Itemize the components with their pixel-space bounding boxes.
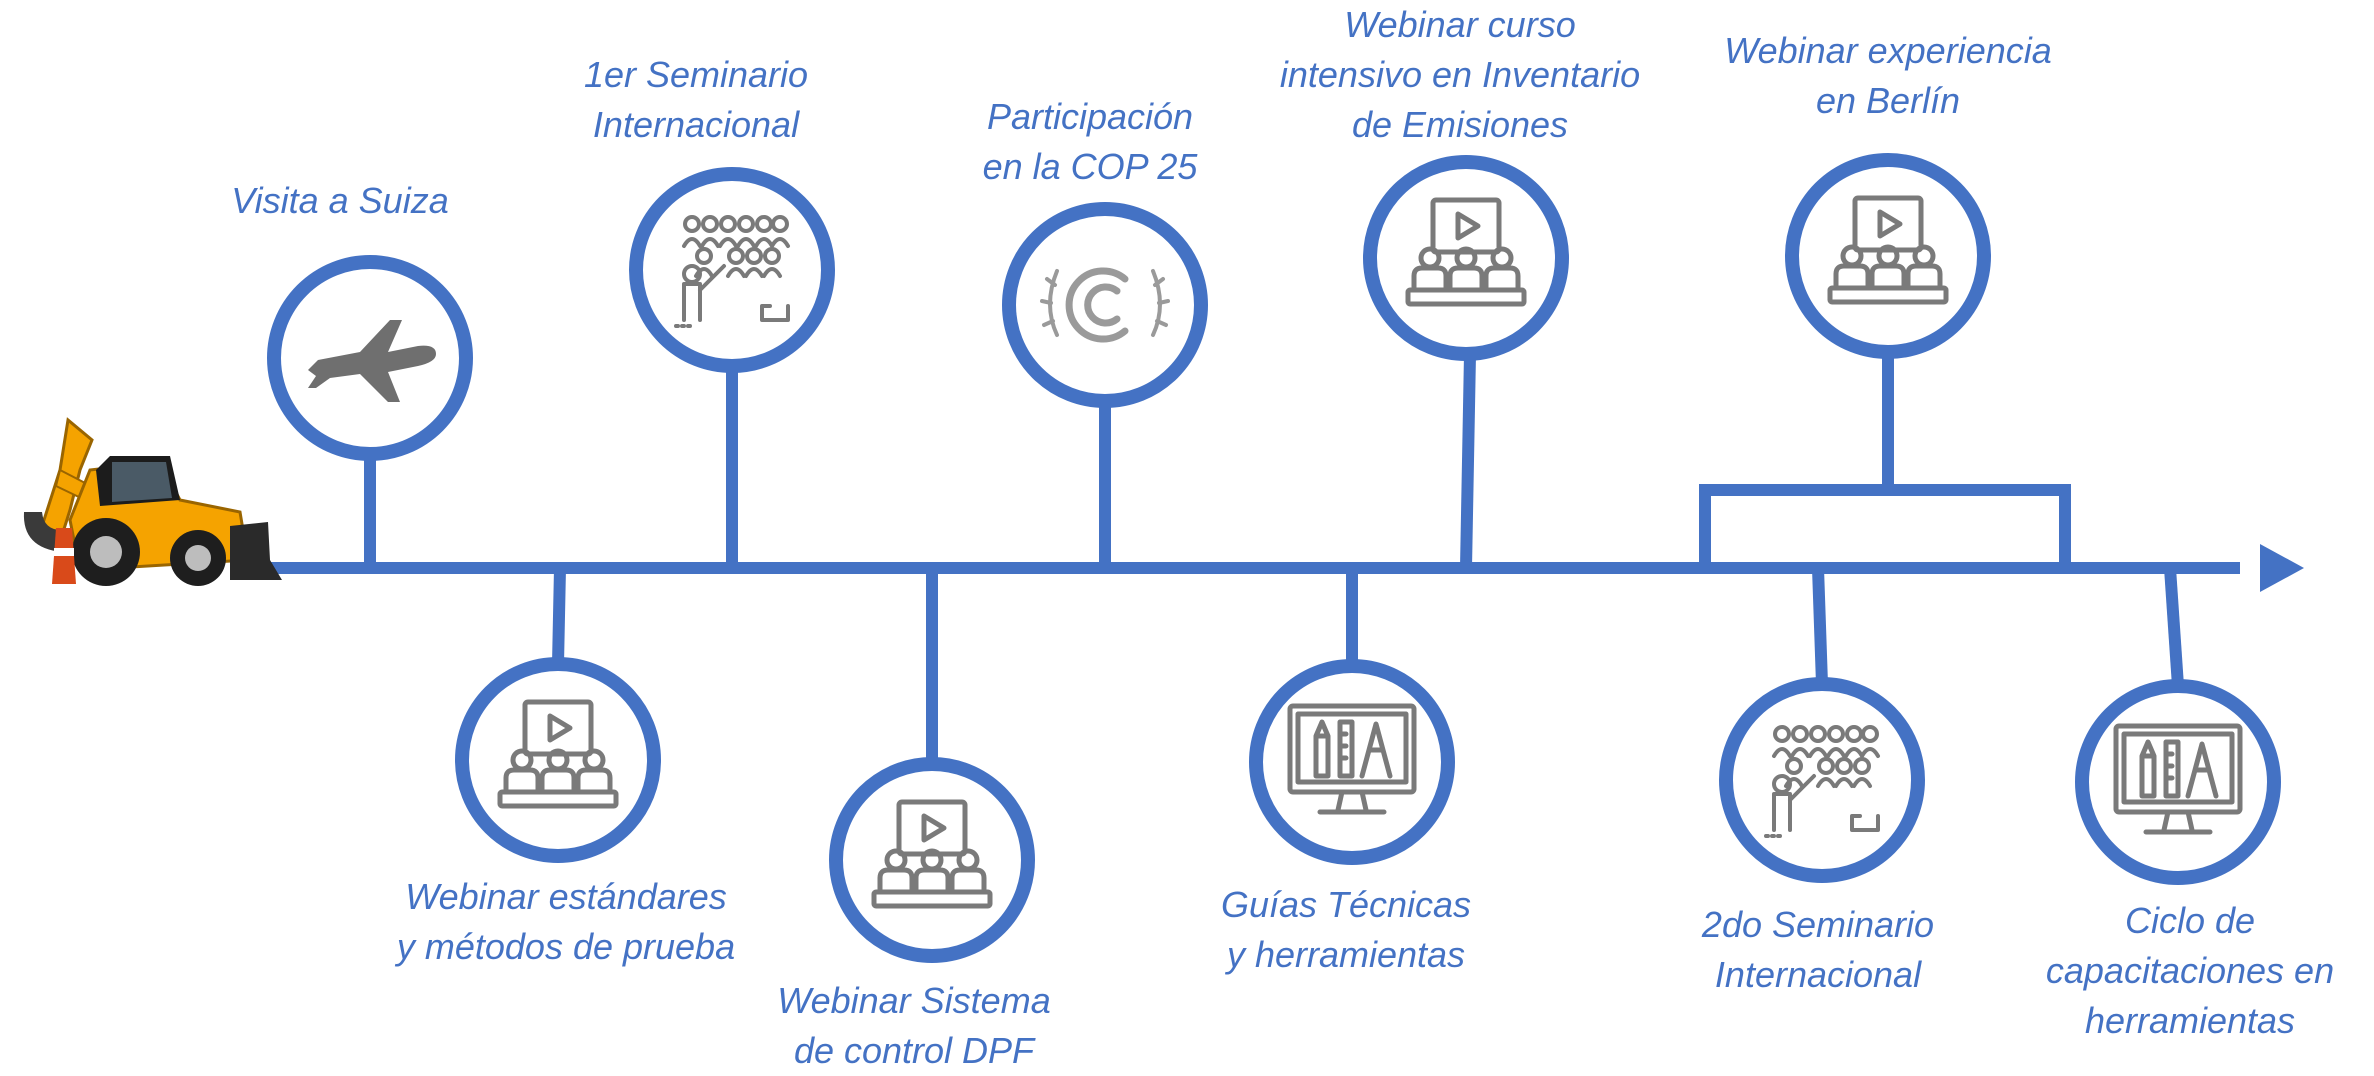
event-label-line: 2do Seminario [1701,904,1935,945]
timeline-event-seminario-2 [1719,567,1925,883]
event-label-line: 1er Seminario [583,54,809,95]
event-label-cop25: Participación en la COP 25 [870,92,1310,192]
event-label-line: Webinar estándares [405,876,727,917]
event-label-line: de control DPF [793,1030,1035,1071]
timeline-event-webinar-inventario [1363,155,1569,569]
event-label-line: Ciclo de [2124,900,2256,941]
timeline-event-seminario-1 [629,167,835,568]
event-circle [829,757,1035,963]
event-circle [1363,155,1569,361]
timeline-event-guias-tecnicas [1249,568,1455,865]
loader-rear-hub [90,536,122,568]
event-circle [1785,153,1991,359]
event-label-webinar-dpf: Webinar Sistema de control DPF [694,976,1134,1076]
event-stem [1812,567,1828,685]
event-stem [2164,567,2184,687]
event-label-line: y métodos de prueba [396,926,736,967]
event-label-line: Internacional [592,104,800,145]
timeline-event-webinar-berlin [1785,153,1991,490]
timeline-bracket [1699,484,2071,568]
event-label-line: herramientas [2084,1000,2296,1041]
event-label-line: en la COP 25 [982,146,1198,187]
event-stem [552,567,566,665]
event-label-line: Guías Técnicas [1220,884,1472,925]
timeline-event-webinar-dpf [829,568,1035,963]
event-label-visita-suiza: Visita a Suiza [120,176,560,226]
event-label-line: Participación [986,96,1194,137]
event-label-ciclo-capacitaciones: Ciclo de capacitaciones en herramientas [1970,896,2374,1046]
event-label-line: capacitaciones en [2045,950,2335,991]
timeline-event-ciclo-capacitaciones [2075,567,2281,885]
event-circle [1002,202,1208,408]
event-circle [455,657,661,863]
event-label-line: y herramientas [1226,934,1466,975]
event-label-webinar-estandares: Webinar estándares y métodos de prueba [346,872,786,972]
backhoe-loader-icon [23,417,282,586]
timeline-arrow-head [2260,544,2304,592]
loader-front-bucket [230,522,282,580]
loader-cab-window [112,462,172,502]
event-label-line: Visita a Suiza [231,180,449,221]
event-label-line: Webinar curso [1344,4,1576,45]
event-label-line: Webinar Sistema [777,980,1051,1021]
event-label-line: intensivo en Inventario [1279,54,1641,95]
event-label-guias-tecnicas: Guías Técnicas y herramientas [1126,880,1566,980]
timeline-event-webinar-estandares [455,567,661,863]
timeline-event-cop25 [1002,202,1208,568]
loader-front-hub [185,545,211,571]
event-stem [1460,353,1476,569]
event-label-line: Webinar experiencia [1724,30,2052,71]
event-label-line: Internacional [1714,954,1922,995]
event-label-webinar-berlin: Webinar experiencia en Berlín [1668,26,2108,126]
event-label-webinar-inventario: Webinar curso intensivo en Inventario de E… [1240,0,1680,150]
loader-stabilizer-stripe [54,548,74,556]
timeline-event-visita-suiza [267,255,473,568]
event-label-line: en Berlín [1815,80,1961,121]
event-label-line: de Emisiones [1351,104,1569,145]
